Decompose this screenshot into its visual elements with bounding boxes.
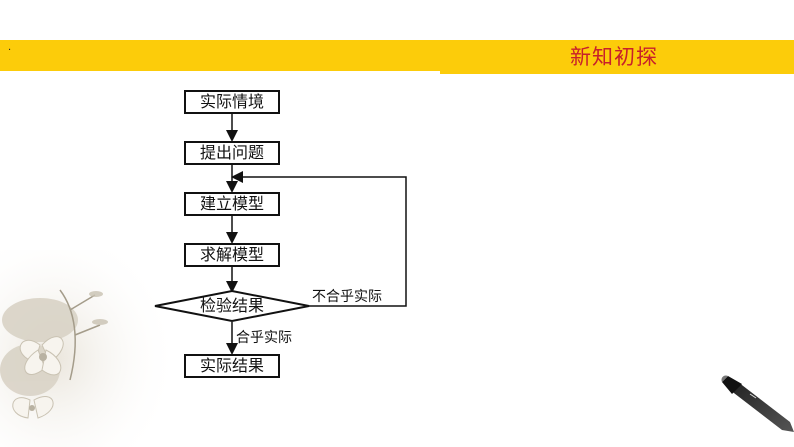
header-dot: · (8, 45, 12, 56)
step-actual-result: 实际结果 (184, 354, 280, 378)
branch-label-no: 不合乎实际 (312, 289, 382, 305)
header-bar (0, 40, 794, 71)
step-solve-model: 求解模型 (184, 243, 280, 267)
step-build-model: 建立模型 (184, 192, 280, 216)
step-raise-question: 提出问题 (184, 141, 280, 165)
step-actual-situation: 实际情境 (184, 90, 280, 114)
decision-diamond (154, 289, 310, 323)
flower-painting-icon (0, 250, 180, 447)
page-title: 新知初探 (570, 45, 658, 69)
branch-label-yes: 合乎实际 (236, 330, 292, 346)
header-underline (440, 71, 794, 74)
decision-label: 检验结果 (199, 296, 264, 315)
arrow-feedback (231, 171, 407, 307)
brush-icon (721, 375, 794, 432)
